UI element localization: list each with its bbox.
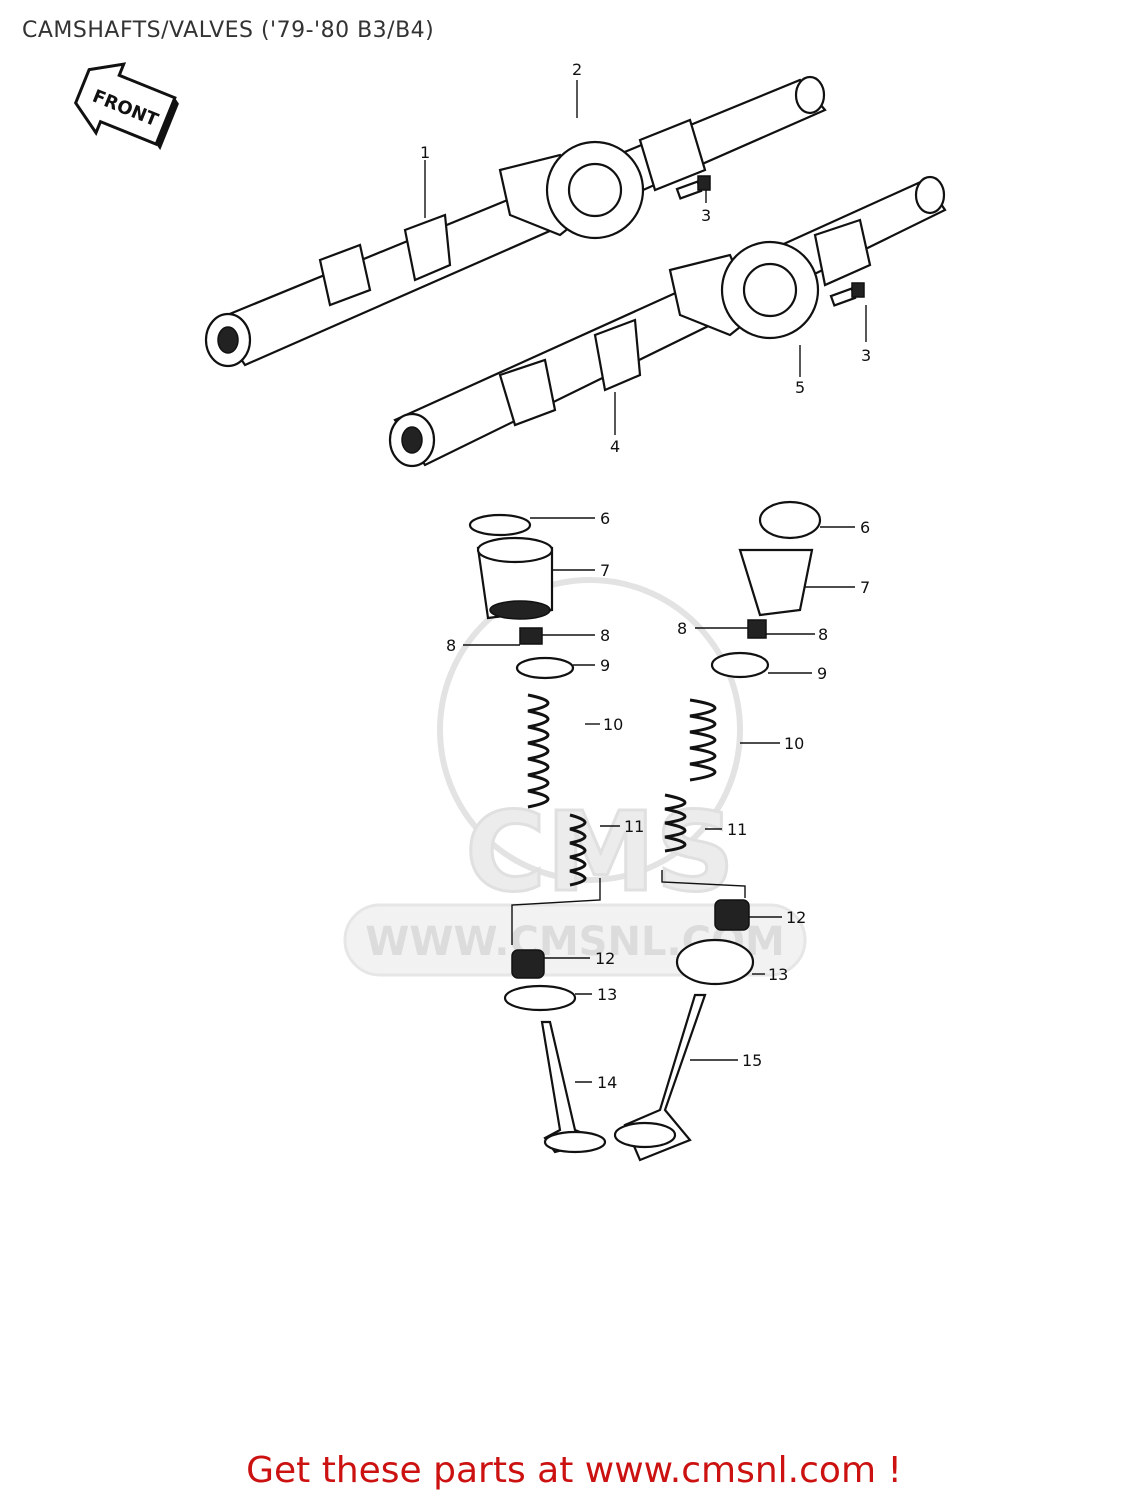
callout-right-10: 10 bbox=[784, 734, 804, 753]
callout-left-7: 7 bbox=[600, 561, 610, 580]
callout-right-8b: 8 bbox=[818, 625, 828, 644]
callout-left-13: 13 bbox=[597, 985, 617, 1004]
valve-assembly-left bbox=[468, 513, 607, 1154]
callout-left-14: 14 bbox=[597, 1073, 617, 1092]
callout-5: 5 bbox=[795, 378, 805, 397]
front-arrow-icon: FRONT bbox=[73, 62, 179, 151]
callout-right-13: 13 bbox=[768, 965, 788, 984]
callout-right-15: 15 bbox=[742, 1051, 762, 1070]
callout-right-8a: 8 bbox=[677, 619, 687, 638]
camshaft-1 bbox=[204, 75, 827, 368]
callout-1: 1 bbox=[420, 143, 430, 162]
watermark: CMS WWW.CMSNL.COM bbox=[343, 577, 807, 977]
callout-2: 2 bbox=[572, 60, 582, 79]
callout-3-upper: 3 bbox=[701, 206, 711, 225]
callout-left-12: 12 bbox=[595, 949, 615, 968]
bolt-3-lower-icon bbox=[829, 282, 865, 307]
callout-leaders bbox=[424, 80, 867, 1083]
callout-left-8b: 8 bbox=[600, 626, 610, 645]
callout-left-9: 9 bbox=[600, 656, 610, 675]
valve-assembly-right bbox=[613, 500, 822, 1162]
callout-4: 4 bbox=[610, 437, 620, 456]
callout-right-9: 9 bbox=[817, 664, 827, 683]
bolt-3-upper-icon bbox=[675, 175, 711, 200]
callout-right-11: 11 bbox=[727, 820, 747, 839]
page-title: CAMSHAFTS/VALVES ('79-'80 B3/B4) bbox=[22, 18, 435, 43]
camshaft-4 bbox=[388, 175, 947, 468]
callout-left-11: 11 bbox=[624, 817, 644, 836]
callout-right-12: 12 bbox=[786, 908, 806, 927]
callout-right-6: 6 bbox=[860, 518, 870, 537]
callout-labels: 1 2 3 3 4 5 6 7 8 8 9 10 11 12 13 14 6 7… bbox=[420, 60, 871, 1092]
get-parts-link[interactable]: Get these parts at www.cmsnl.com ! bbox=[246, 1450, 902, 1491]
callout-left-10: 10 bbox=[603, 715, 623, 734]
connector-lines bbox=[511, 870, 746, 945]
callout-right-7: 7 bbox=[860, 578, 870, 597]
callout-left-8a: 8 bbox=[446, 636, 456, 655]
callout-left-6: 6 bbox=[600, 509, 610, 528]
callout-3-lower: 3 bbox=[861, 346, 871, 365]
